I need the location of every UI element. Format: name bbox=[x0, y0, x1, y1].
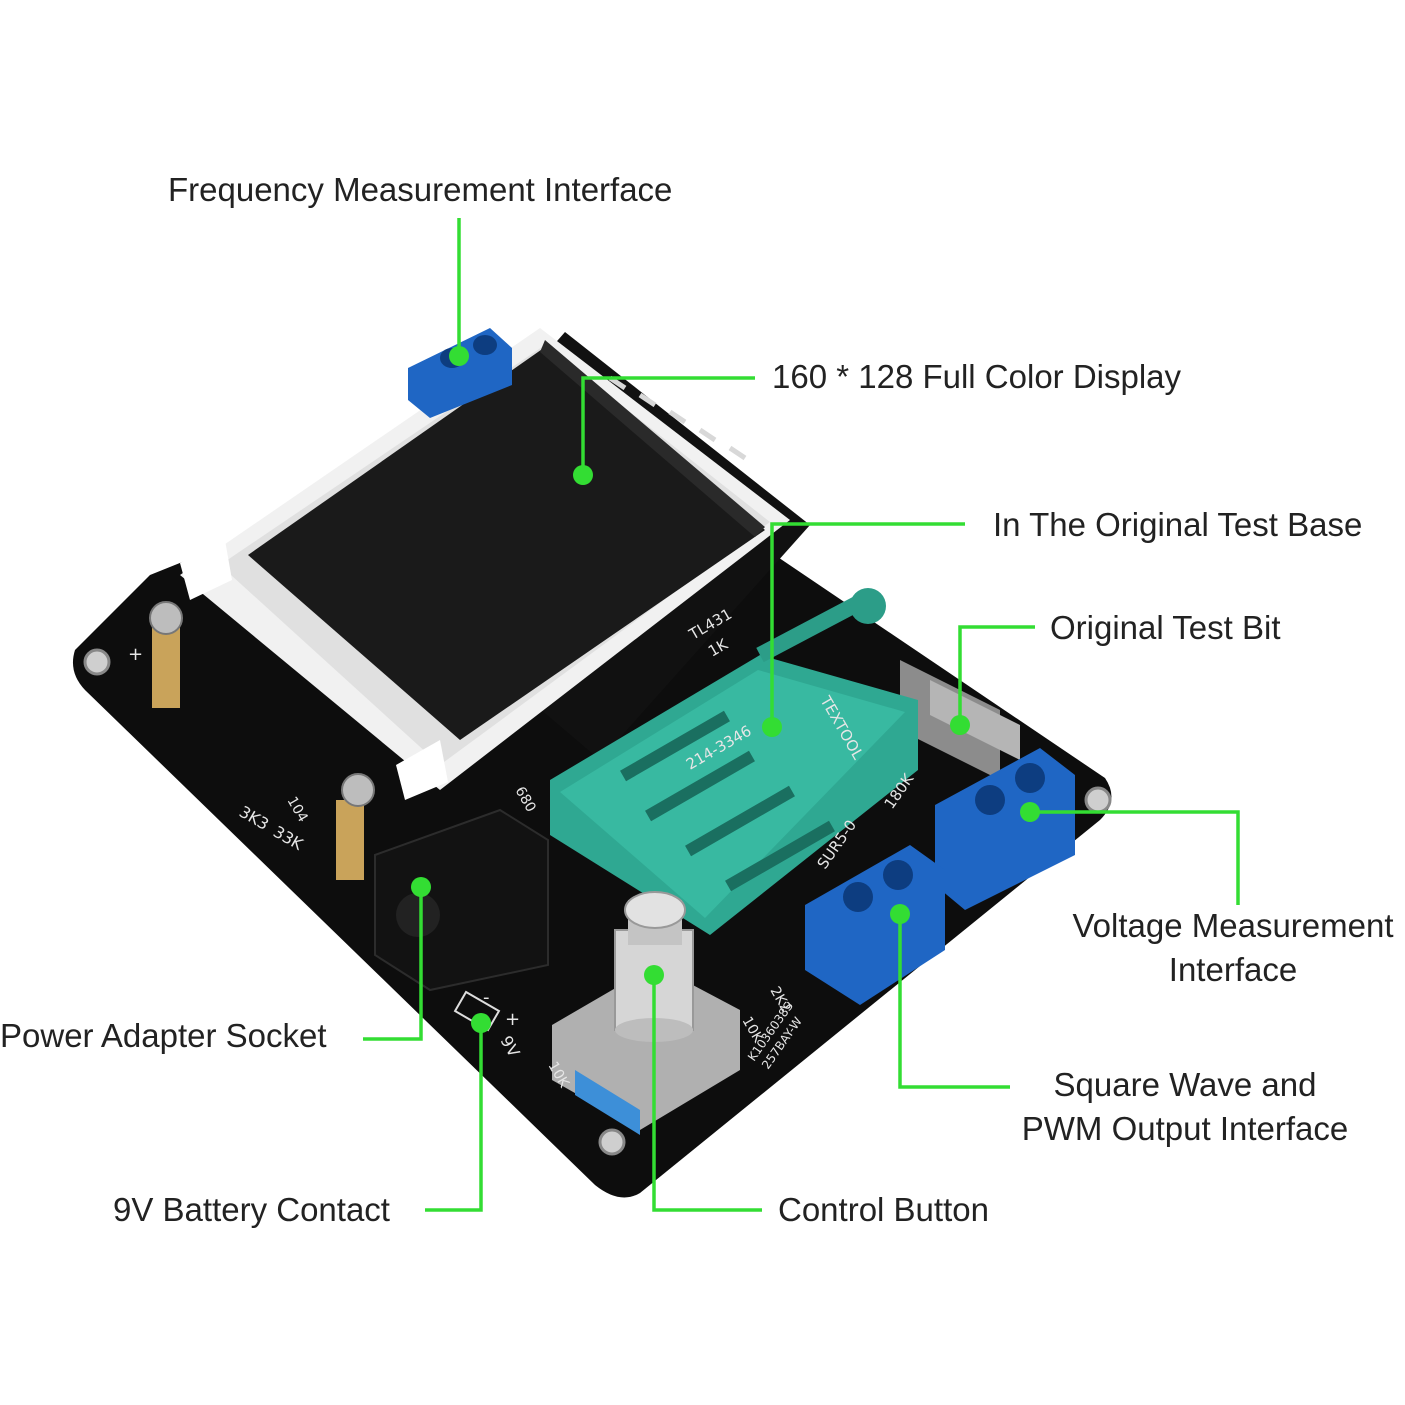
test-bit-pads bbox=[900, 660, 1020, 780]
callout-dot-control bbox=[644, 965, 664, 985]
callout-dot-test-bit bbox=[950, 715, 970, 735]
lcd-screen bbox=[248, 345, 765, 740]
voltage-interface-label-line2: Interface bbox=[1168, 951, 1298, 988]
test-base-label: In The Original Test Base bbox=[993, 506, 1363, 543]
frequency-interface-label: Frequency Measurement Interface bbox=[168, 171, 673, 208]
voltage-interface-label-line1: Voltage Measurement bbox=[1072, 907, 1394, 944]
callout-line-display bbox=[581, 376, 755, 475]
square-wave-terminal bbox=[805, 845, 945, 1005]
battery-contact-label: 9V Battery Contact bbox=[113, 1191, 390, 1228]
mounting-hole bbox=[598, 1128, 626, 1156]
callout-line-voltage bbox=[1030, 810, 1240, 905]
callout-line-test-bit bbox=[958, 625, 1035, 725]
test-bit-label: Original Test Bit bbox=[1050, 609, 1281, 646]
display-label: 160 * 128 Full Color Display bbox=[772, 358, 1182, 395]
callout-dot-test-base bbox=[762, 717, 782, 737]
control-button-label: Control Button bbox=[778, 1191, 989, 1228]
mounting-hole bbox=[1084, 786, 1112, 814]
voltage-interface-label: Voltage Measurement Interface bbox=[1062, 904, 1404, 992]
callout-dot-voltage bbox=[1020, 802, 1040, 822]
marking-plus-left: + bbox=[128, 644, 143, 665]
marking-minus: - bbox=[483, 987, 490, 1008]
square-wave-label: Square Wave and PWM Output Interface bbox=[1012, 1063, 1358, 1151]
display-module bbox=[180, 328, 810, 800]
voltage-terminal bbox=[935, 748, 1075, 910]
power-socket-label: Power Adapter Socket bbox=[0, 1017, 327, 1054]
square-wave-label-line1: Square Wave and bbox=[1053, 1066, 1317, 1103]
square-wave-label-line2: PWM Output Interface bbox=[1021, 1110, 1349, 1147]
callout-dot-battery bbox=[471, 1013, 491, 1033]
callout-lines bbox=[363, 218, 1240, 1212]
callout-line-square-wave bbox=[898, 914, 1010, 1089]
callout-line-test-base bbox=[770, 522, 965, 727]
callout-dot-power bbox=[411, 877, 431, 897]
callout-line-control bbox=[652, 975, 762, 1212]
marking-plus: + bbox=[505, 1009, 520, 1030]
callout-dot-square-wave bbox=[890, 904, 910, 924]
callout-dot-frequency bbox=[449, 346, 469, 366]
callout-dots bbox=[411, 346, 1040, 1033]
callout-line-power bbox=[363, 887, 423, 1041]
zif-socket: 214-3346 TEXTOOL bbox=[550, 588, 918, 935]
silkscreen-markings: TL431 1K 180K SUR5-0 680 3K3 33K 104 10K… bbox=[128, 605, 918, 1091]
power-socket bbox=[374, 808, 549, 992]
callout-line-battery bbox=[425, 1023, 483, 1212]
standoffs bbox=[149, 601, 375, 880]
callout-dot-display bbox=[573, 465, 593, 485]
mounting-hole bbox=[83, 648, 111, 676]
